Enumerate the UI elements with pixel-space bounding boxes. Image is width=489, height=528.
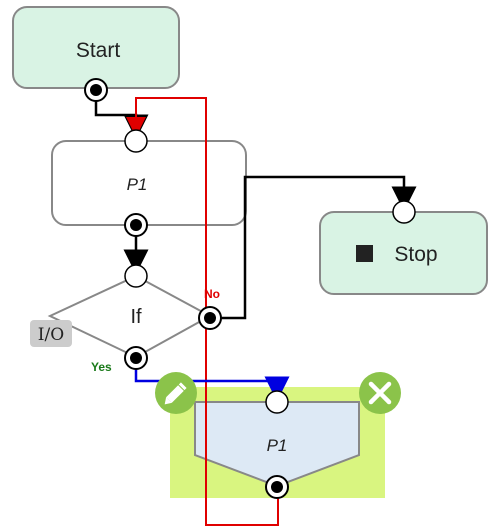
p1-input-port[interactable] — [124, 129, 148, 153]
connector-if-no-to-stop[interactable] — [212, 175, 417, 320]
selected-p1-input-port[interactable] — [265, 390, 289, 414]
if-no-output-port[interactable] — [198, 306, 222, 330]
start-node-label: Start — [76, 39, 121, 62]
decision-node-if[interactable]: If — [47, 274, 213, 359]
connector-if-yes-to-p1[interactable] — [134, 360, 290, 402]
stop-node[interactable]: Stop — [319, 211, 488, 295]
square-icon — [356, 245, 373, 262]
selected-process-node-p1[interactable]: P1 — [194, 401, 360, 488]
start-node[interactable]: Start — [12, 6, 180, 89]
stop-input-port[interactable] — [392, 200, 416, 224]
process-node-p1[interactable]: P1 — [51, 140, 247, 226]
p1-output-port[interactable] — [124, 213, 148, 237]
decision-node-label: If — [130, 306, 142, 328]
selected-p1-output-port[interactable] — [265, 475, 289, 499]
io-badge-label: I/O — [38, 325, 64, 345]
edit-button[interactable] — [155, 372, 197, 414]
start-output-port[interactable] — [84, 78, 108, 102]
if-yes-output-port[interactable] — [124, 346, 148, 370]
close-icon — [368, 381, 392, 405]
delete-button[interactable] — [359, 372, 401, 414]
no-branch-label: No — [204, 287, 220, 301]
io-badge[interactable]: I/O — [30, 320, 72, 347]
stop-node-label: Stop — [394, 243, 437, 266]
selected-process-node-label: P1 — [267, 436, 288, 455]
yes-branch-label: Yes — [91, 360, 112, 374]
process-node-label: P1 — [127, 175, 148, 194]
pencil-icon — [164, 382, 187, 405]
if-input-port[interactable] — [124, 264, 148, 288]
